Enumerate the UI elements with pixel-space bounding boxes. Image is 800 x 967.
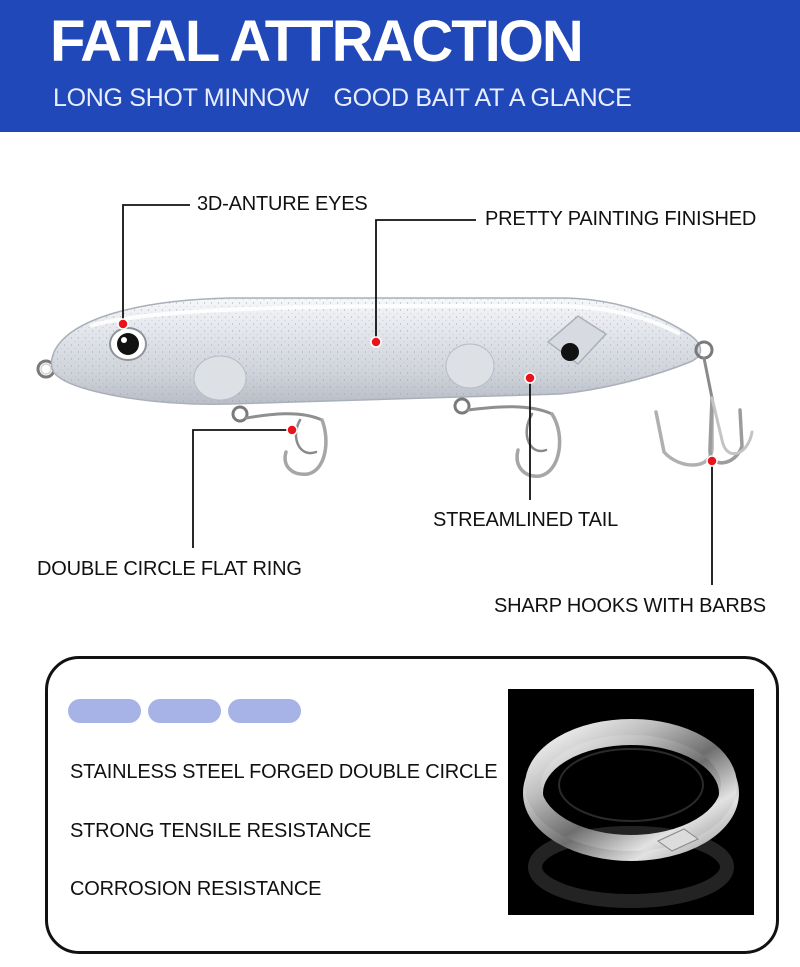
split-ring-photo [508,689,754,915]
marker-dots [117,318,718,467]
callout-lines [122,204,713,585]
feature-item-3: CORROSION RESISTANCE [70,878,322,900]
page-title: FATAL ATTRACTION [50,9,584,74]
decor-pill-1 [68,699,141,723]
lure-scene [0,132,800,642]
callout-painting: PRETTY PAINTING FINISHED [485,208,757,230]
callout-hooks: SHARP HOOKS WITH BARBS [494,595,766,617]
subtitle-right: GOOD BAIT AT A GLANCE [333,84,632,112]
callout-tail: STREAMLINED TAIL [433,509,618,531]
callout-eyes: 3D-ANTURE EYES [197,193,368,215]
lure-body [50,297,702,405]
header-banner: FATAL ATTRACTION LONG SHOT MINNOW GOOD B… [0,0,800,132]
tail-hook [654,340,754,467]
subtitle-left: LONG SHOT MINNOW [53,84,309,112]
feature-item-2: STRONG TENSILE RESISTANCE [70,820,371,842]
feature-panel: STAINLESS STEEL FORGED DOUBLE CIRCLE STR… [45,656,779,954]
lure-illustration [36,204,754,585]
feature-item-1: STAINLESS STEEL FORGED DOUBLE CIRCLE [70,761,498,783]
decor-pill-2 [148,699,221,723]
page-subtitle: LONG SHOT MINNOW GOOD BAIT AT A GLANCE [53,84,632,113]
eye-icon [109,327,147,361]
callout-ring: DOUBLE CIRCLE FLAT RING [37,558,302,580]
decor-pill-3 [228,699,301,723]
belly-hook-front [231,405,328,476]
belly-hook-rear [453,397,562,478]
split-ring-icon [523,719,739,908]
